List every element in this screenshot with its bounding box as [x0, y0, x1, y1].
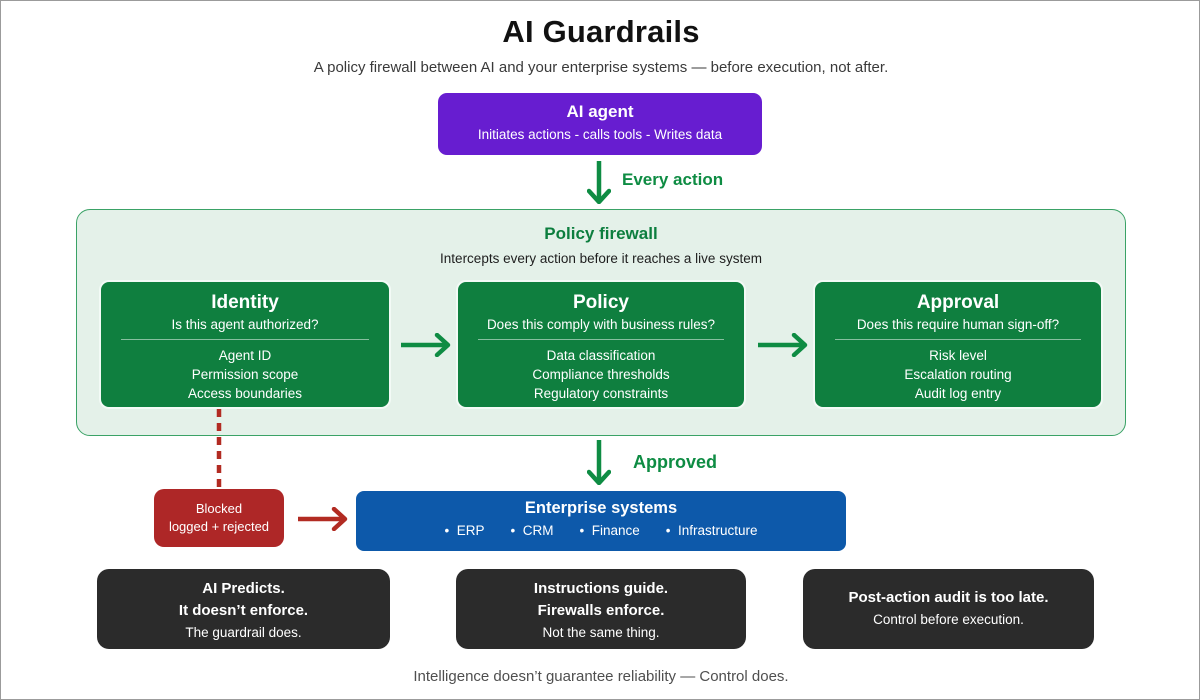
every-action-label: Every action: [622, 170, 724, 189]
arrow-right-policy-approval-icon: [758, 333, 808, 357]
stage-approval-item: Escalation routing: [904, 367, 1012, 382]
blocked-box: Blocked logged + rejected: [154, 489, 284, 547]
stage-policy-item: Compliance thresholds: [532, 367, 670, 382]
divider: [835, 339, 1081, 340]
page-subtitle: A policy firewall between AI and your en…: [313, 59, 889, 76]
stage-identity-box: Identity Is this agent authorized? Agent…: [99, 280, 391, 409]
stage-identity-item: Agent ID: [218, 348, 272, 363]
stage-approval-box: Approval Does this require human sign-of…: [813, 280, 1103, 409]
enterprise-systems-box: Enterprise systems ERP CRM Finance Infra…: [356, 491, 846, 551]
policy-firewall-subtitle: Intercepts every action before it reache…: [440, 251, 762, 266]
ai-agent-title: AI agent: [566, 102, 634, 121]
ai-agent-box: AI agent Initiates actions - calls tools…: [438, 93, 762, 155]
enterprise-item-finance: Finance: [579, 523, 640, 538]
page-title: AI Guardrails: [502, 14, 700, 49]
takeaway-2-line1: Instructions guide.: [533, 580, 669, 597]
arrow-right-identity-policy-icon: [401, 333, 451, 357]
stage-approval-item: Risk level: [929, 348, 987, 363]
blocked-line2: logged + rejected: [168, 519, 270, 534]
stage-approval-item: Audit log entry: [914, 386, 1002, 401]
enterprise-item-erp: ERP: [444, 523, 485, 538]
takeaway-3-line1: Post-action audit is too late.: [848, 589, 1049, 606]
ai-agent-subtitle: Initiates actions - calls tools - Writes…: [477, 127, 723, 142]
arrow-right-blocked-icon: [298, 507, 348, 531]
arrow-down-approved-icon: [587, 440, 611, 485]
takeaway-box-2: Instructions guide. Firewalls enforce. N…: [456, 569, 746, 649]
stage-policy-title: Policy: [573, 292, 629, 313]
takeaway-2-line2: Firewalls enforce.: [537, 602, 665, 619]
enterprise-item-crm: CRM: [510, 523, 554, 538]
takeaway-1-line3: The guardrail does.: [185, 625, 302, 640]
enterprise-item-infrastructure: Infrastructure: [666, 523, 758, 538]
takeaway-box-3: Post-action audit is too late. Control b…: [803, 569, 1094, 649]
takeaway-2-line3: Not the same thing.: [542, 625, 660, 640]
enterprise-items: ERP CRM Finance Infrastructure: [356, 523, 846, 538]
footer-tagline: Intelligence doesn’t guarantee reliabili…: [413, 668, 789, 685]
stage-policy-box: Policy Does this comply with business ru…: [456, 280, 746, 409]
policy-firewall-title: Policy firewall: [544, 224, 658, 243]
arrow-down-every-action-icon: [587, 161, 611, 204]
blocked-dashed-line: [216, 409, 222, 489]
stage-policy-item: Data classification: [546, 348, 656, 363]
takeaway-1-line1: AI Predicts.: [202, 580, 285, 597]
stage-approval-question: Does this require human sign-off?: [856, 317, 1060, 332]
divider: [478, 339, 724, 340]
enterprise-title: Enterprise systems: [524, 499, 678, 517]
takeaway-3-line2: Control before execution.: [873, 612, 1024, 627]
stage-identity-item: Access boundaries: [187, 386, 303, 401]
approved-label: Approved: [633, 452, 718, 472]
stage-identity-title: Identity: [211, 292, 279, 313]
takeaway-box-1: AI Predicts. It doesn’t enforce. The gua…: [97, 569, 390, 649]
stage-identity-question: Is this agent authorized?: [171, 317, 319, 332]
divider: [121, 339, 369, 340]
takeaway-1-line2: It doesn’t enforce.: [178, 602, 309, 619]
stage-identity-item: Permission scope: [191, 367, 299, 382]
stage-policy-item: Regulatory constraints: [533, 386, 669, 401]
blocked-line1: Blocked: [195, 501, 243, 516]
stage-approval-title: Approval: [916, 292, 1000, 313]
stage-policy-question: Does this comply with business rules?: [486, 317, 716, 332]
